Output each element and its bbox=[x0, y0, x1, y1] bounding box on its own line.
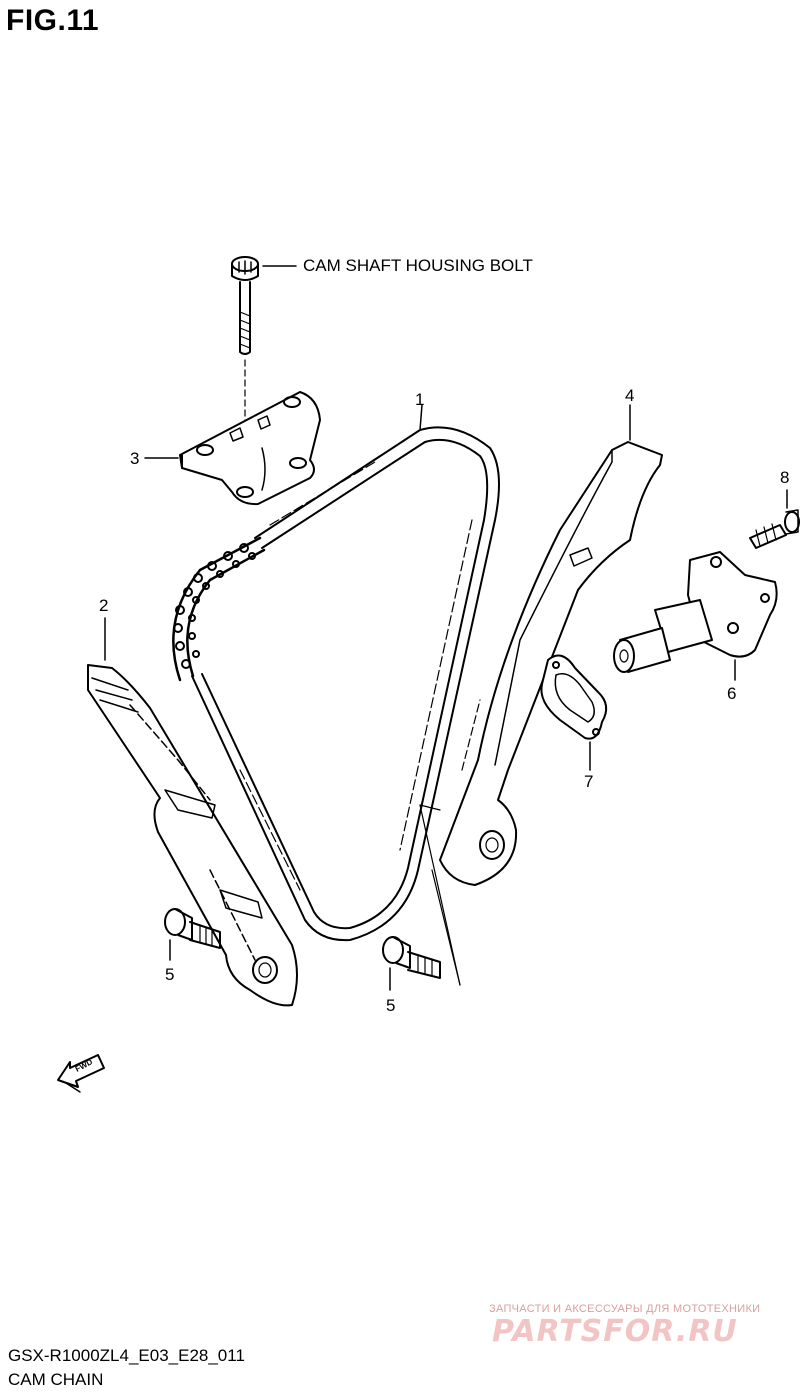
fwd-arrow-icon bbox=[57, 1054, 105, 1093]
part-label-1: 1 bbox=[415, 390, 425, 409]
pivot-bolt-left-drawing bbox=[164, 908, 221, 961]
cam-shaft-housing-drawing bbox=[144, 391, 321, 506]
tensioner-bolt-drawing bbox=[749, 489, 800, 549]
fwd-label: FWD bbox=[74, 1057, 95, 1074]
housing-bolt-callout: CAM SHAFT HOUSING BOLT bbox=[303, 256, 533, 275]
part-label-6: 6 bbox=[727, 684, 737, 703]
chain-guide-left-drawing bbox=[87, 617, 298, 1007]
part-label-8: 8 bbox=[780, 468, 790, 487]
part-label-3: 3 bbox=[130, 449, 140, 468]
pivot-bolt-right-drawing bbox=[382, 936, 441, 991]
part-label-4: 4 bbox=[625, 386, 635, 405]
part-label-2: 2 bbox=[99, 596, 109, 615]
watermark-brand: PARTSFOR.RU bbox=[492, 1314, 738, 1349]
fwd-text: FWD bbox=[74, 1057, 95, 1074]
watermark-subtitle: ЗАПЧАСТИ И АКСЕССУАРЫ ДЛЯ МОТОТЕХНИКИ bbox=[489, 1303, 761, 1315]
part-label-5-left: 5 bbox=[165, 965, 175, 984]
footer-section-name: CAM CHAIN bbox=[8, 1370, 104, 1389]
chain-tensioner-drawing bbox=[613, 551, 778, 681]
cam-chain-drawing bbox=[172, 404, 500, 942]
chain-guide-right-drawing bbox=[439, 404, 663, 886]
tensioner-gasket-drawing bbox=[540, 654, 608, 771]
assembly-guide-lines bbox=[419, 804, 461, 986]
part-label-5-right: 5 bbox=[386, 996, 396, 1015]
part-label-7: 7 bbox=[584, 772, 594, 791]
footer-model-code: GSX-R1000ZL4_E03_E28_011 bbox=[8, 1346, 245, 1365]
figure-title: FIG.11 bbox=[6, 4, 100, 37]
